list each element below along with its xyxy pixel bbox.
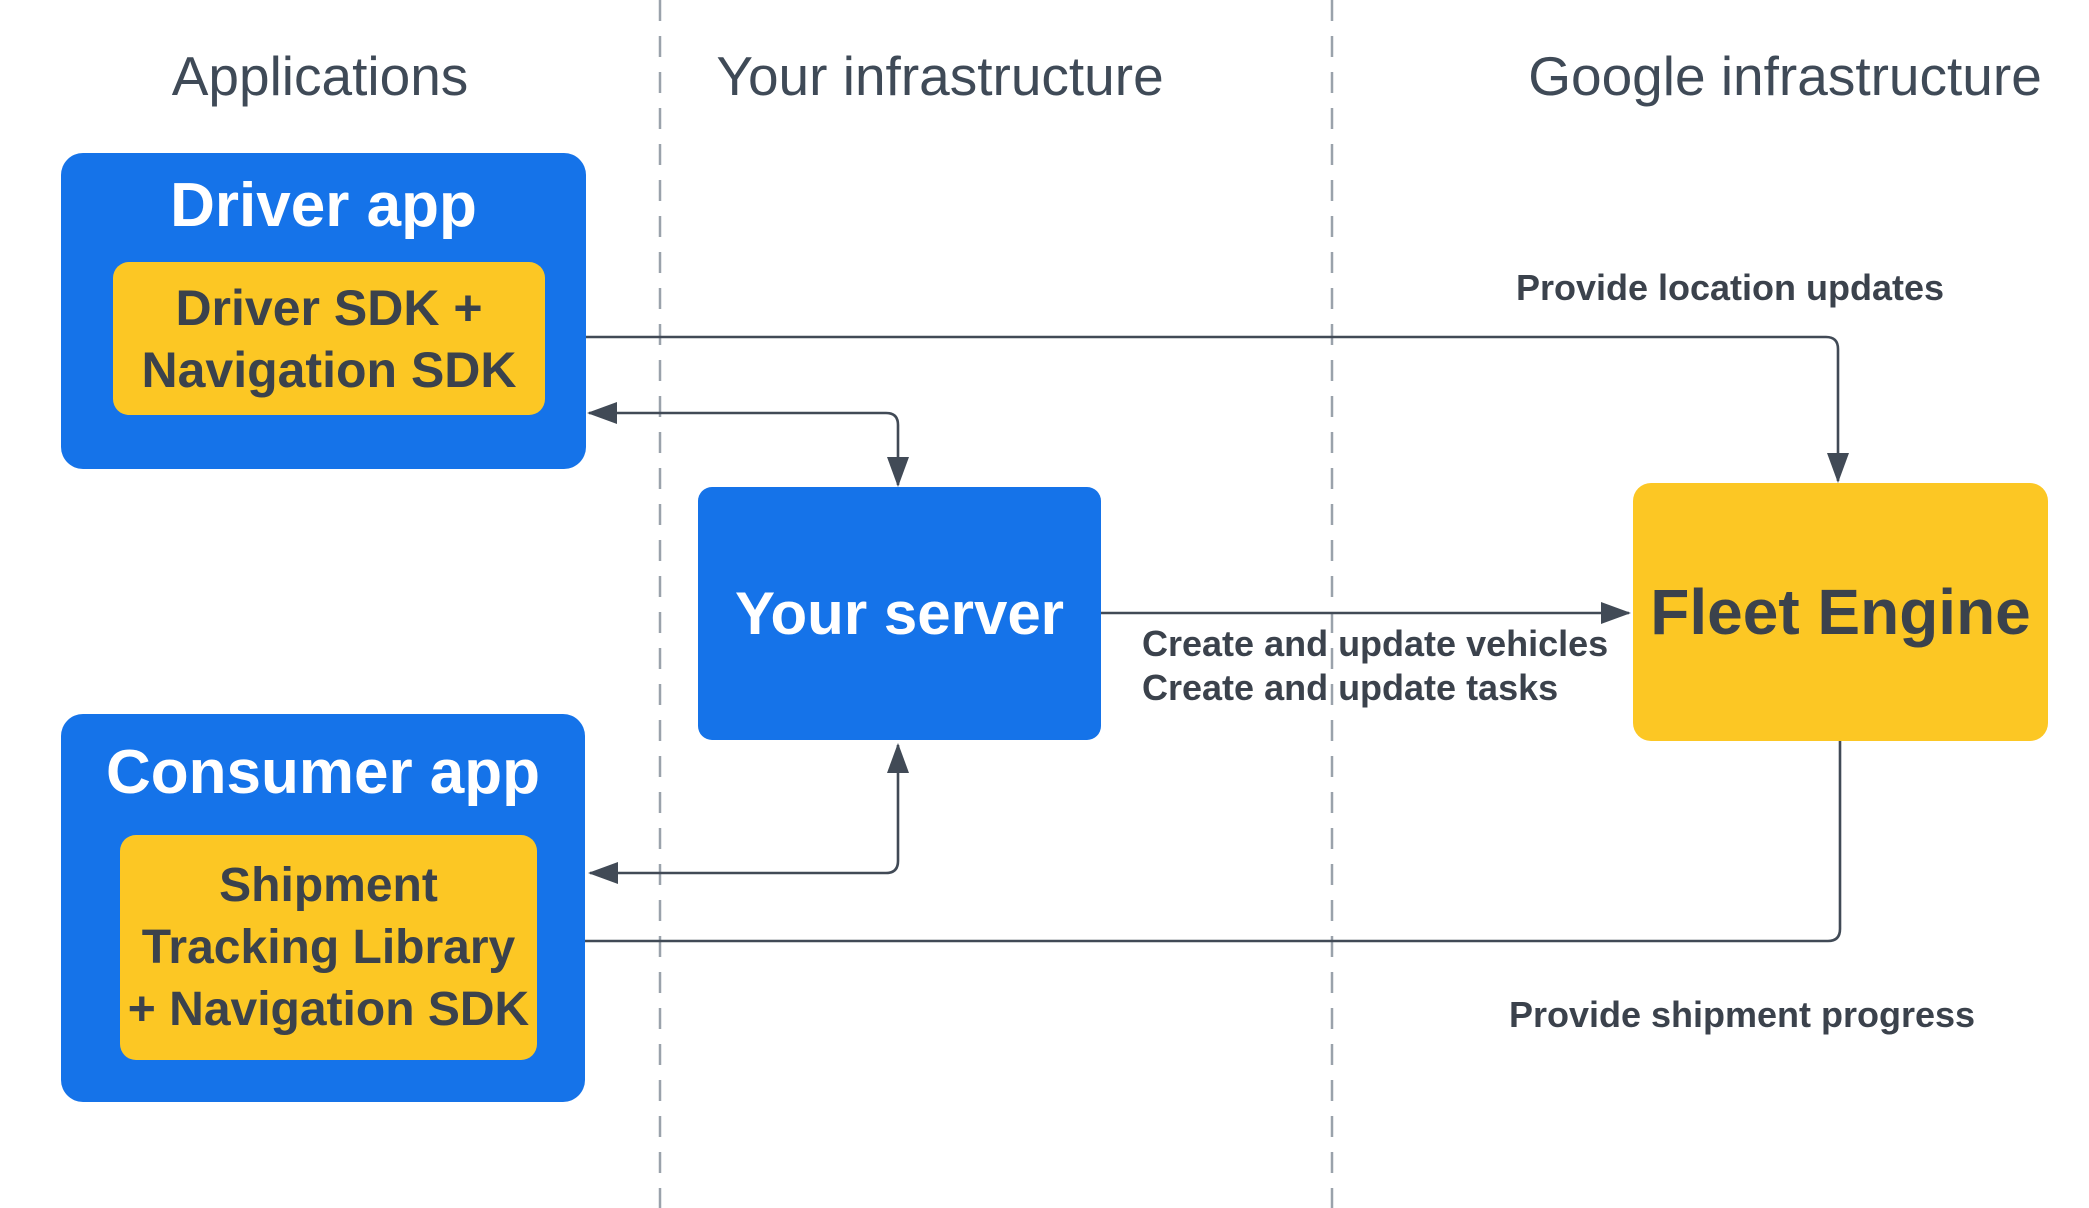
driver-sdk-label-line1: Driver SDK + [175, 279, 483, 336]
driver-sdk-box: Driver SDK + Navigation SDK [113, 262, 545, 415]
edge-label-provide-shipment-progress: Provide shipment progress [1508, 994, 1976, 1035]
consumer-app-title: Consumer app [105, 738, 541, 807]
edge-label-create-update: Create and update vehicles Create and up… [1142, 622, 1608, 710]
shipment-library-label-line2: Tracking Library [141, 920, 516, 974]
fleet-engine-box: Fleet Engine [1633, 483, 2048, 741]
your-server-title: Your server [734, 580, 1065, 647]
shipment-tracking-library-box: Shipment Tracking Library + Navigation S… [120, 835, 537, 1060]
edge-label-create-update-tasks: Create and update tasks [1142, 667, 1559, 708]
edge-consumer-app-your-server [588, 743, 909, 884]
edge-label-provide-location-updates: Provide location updates [1515, 267, 1945, 308]
edge-label-create-update-vehicles: Create and update vehicles [1142, 623, 1609, 664]
shipment-library-label-line3: + Navigation SDK [127, 982, 530, 1036]
edge-fleet-engine-shipment-library [539, 741, 1842, 952]
driver-app-title: Driver app [170, 171, 477, 240]
edge-driver-app-your-server [587, 402, 909, 487]
driver-sdk-label-line2: Navigation SDK [141, 341, 517, 398]
fleet-engine-title: Fleet Engine [1650, 576, 2031, 648]
shipment-library-label-line1: Shipment [219, 858, 438, 912]
lane-header-google-infrastructure: Google infrastructure [1528, 45, 2042, 107]
lane-header-your-infrastructure: Your infrastructure [716, 45, 1164, 107]
your-server-box: Your server [698, 487, 1101, 740]
edge-driver-sdk-fleet-engine [546, 326, 1849, 483]
lane-header-applications: Applications [171, 45, 469, 107]
